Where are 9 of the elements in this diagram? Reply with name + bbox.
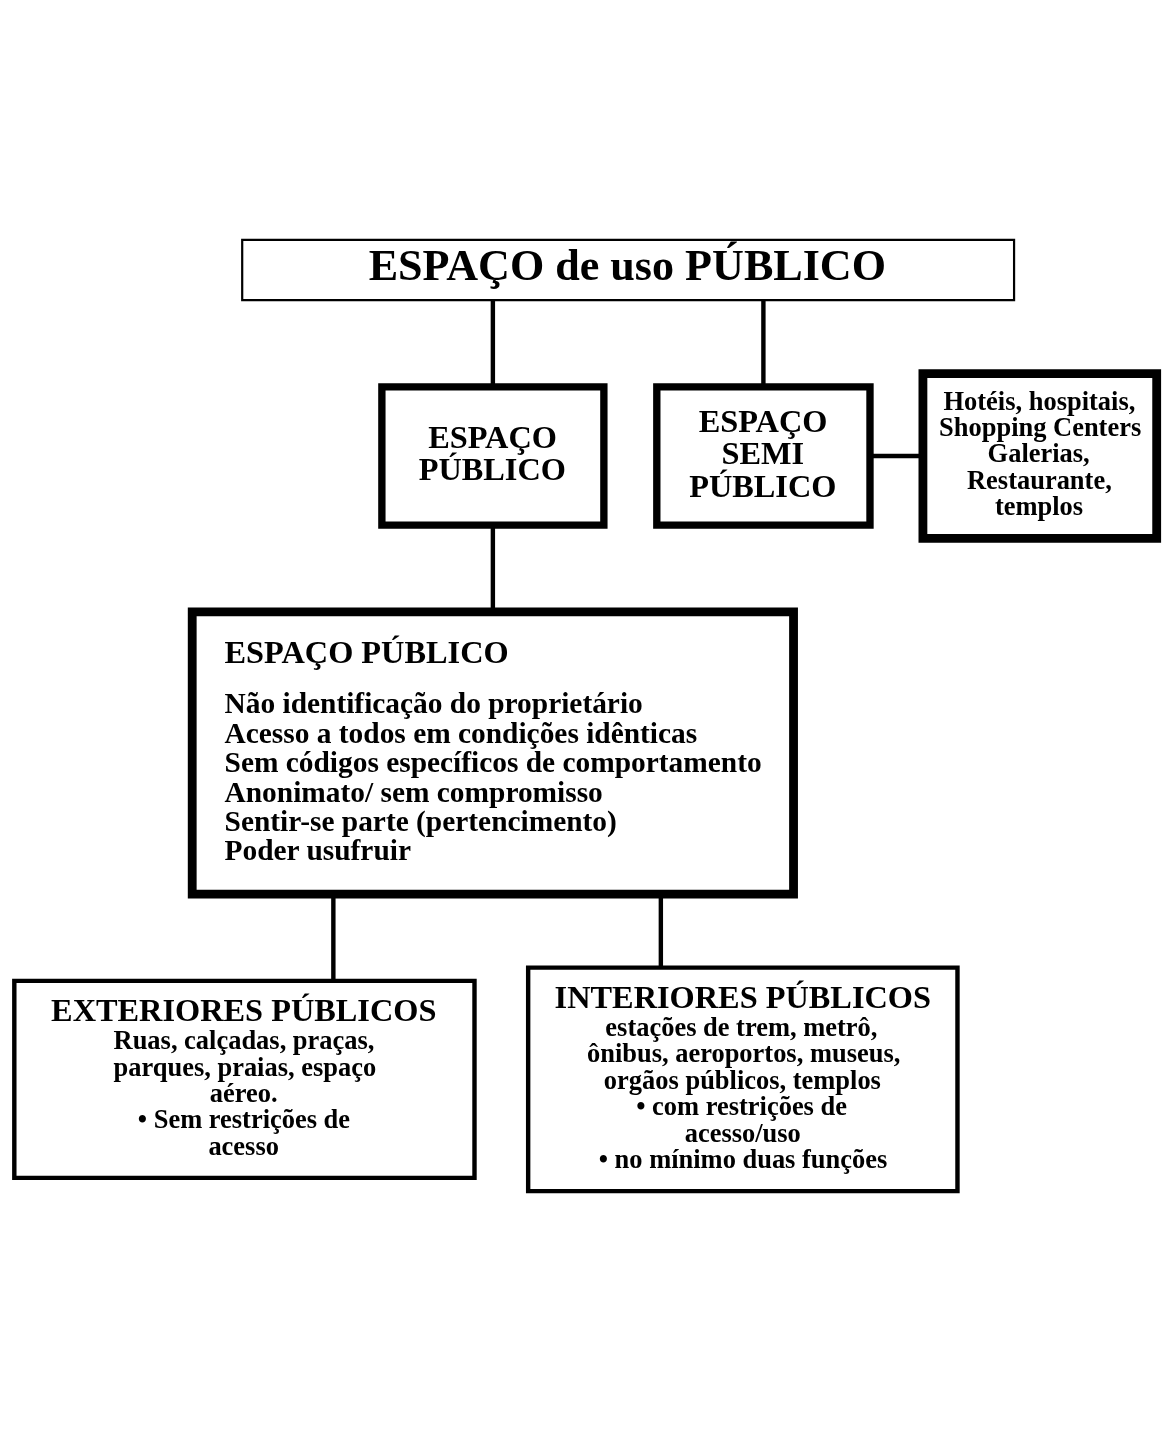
connector xyxy=(490,300,496,387)
node-box: INTERIORES PÚBLICOS estações de trem, metrô, ônibus, aeroportos, museus, orgãos públicos, templos • com restrições de acesso/uso • no mínimo duas funções xyxy=(525,965,960,1194)
node-box: ESPAÇO PÚBLICO xyxy=(378,383,608,529)
node-box: EXTERIORES PÚBLICOS Ruas, calçadas, praças, parques, praias, espaço aéreo. • Sem restrições de acesso xyxy=(12,978,477,1181)
node-box: ESPAÇO de uso PÚBLICO xyxy=(241,238,1016,302)
node-box: ESPAÇO SEMI PÚBLICO xyxy=(653,383,874,529)
node-box: Hotéis, hospitais, Shopping Centers Galerias, Restaurante, templos xyxy=(918,369,1162,543)
connector xyxy=(761,300,766,387)
node-box: ESPAÇO PÚBLICO Não identificação do proprietário Acesso a todos em condições idênticas Sem códigos específicos de comportamento Anonimato/ sem compromisso Sentir-se parte (pertencimento) Poder usufruir xyxy=(187,607,798,899)
